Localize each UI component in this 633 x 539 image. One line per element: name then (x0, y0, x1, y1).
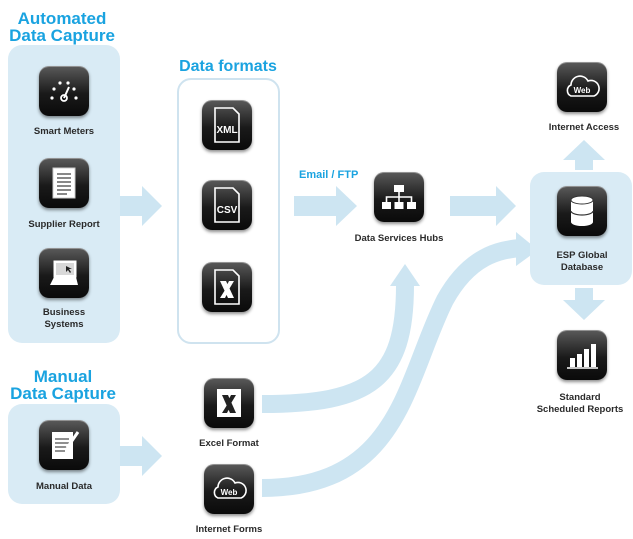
csv-format-tile: CSV (202, 180, 252, 230)
supplier-report-tile (39, 158, 89, 208)
manual-data-tile (39, 420, 89, 470)
arrow-formats-to-hub (294, 186, 357, 226)
database-tile (557, 186, 607, 236)
xml-file-icon: XML (214, 107, 240, 143)
automated-title-line2: Data Capture (9, 26, 115, 45)
database-label: ESP Global Database (531, 250, 633, 274)
laptop-icon (50, 260, 78, 285)
internet-forms-label: Internet Forms (195, 524, 263, 535)
excel-icon (217, 389, 241, 417)
business-systems-label: Business Systems (14, 307, 114, 331)
excel-file-icon (214, 269, 240, 305)
notepad-icon (52, 431, 80, 459)
bar-chart-icon (567, 344, 598, 369)
supplier-report-label: Supplier Report (28, 219, 100, 230)
smart-meters-tile (39, 66, 89, 116)
arrow-excel-to-hub (261, 284, 414, 413)
internet-forms-icon-text: Web (221, 488, 238, 497)
business-systems-label-line1: Business (42, 307, 86, 318)
data-services-hub-label: Data Services Hubs (354, 233, 444, 244)
arrow-automated-to-formats (120, 186, 162, 226)
manual-title-line2: Data Capture (10, 384, 116, 403)
arrow-excel-to-hub-head (390, 264, 420, 286)
business-systems-tile (39, 248, 89, 298)
reports-tile (557, 330, 607, 380)
arrow-manual-to-excel (120, 436, 162, 476)
csv-file-text: CSV (217, 205, 238, 216)
business-systems-label-line2: Systems (44, 319, 84, 330)
data-formats-title: Data formats (179, 58, 277, 75)
reports-label-line1: Standard (559, 392, 601, 403)
automated-title-line1: Automated (17, 9, 107, 28)
internet-access-icon-text: Web (574, 86, 591, 95)
internet-access-tile: Web (557, 62, 607, 112)
database-label-line1: ESP Global (556, 250, 608, 261)
csv-file-icon: CSV (214, 187, 240, 223)
reports-label-line2: Scheduled Reports (536, 404, 624, 415)
network-hub-icon (382, 185, 416, 209)
data-services-hub-tile (374, 172, 424, 222)
arrow-database-to-internet (563, 140, 605, 170)
manual-capture-title: Manual Data Capture (4, 368, 122, 402)
reports-label: Standard Scheduled Reports (527, 392, 633, 416)
xml-format-tile: XML (202, 100, 252, 150)
internet-forms-tile: Web (204, 464, 254, 514)
arrow-forms-to-database (261, 239, 521, 497)
web-cloud-icon: Web (213, 477, 247, 499)
arrow-forms-to-database-head (516, 232, 538, 266)
arrow-hub-to-database (450, 186, 516, 226)
excel-format-label: Excel Format (199, 438, 259, 449)
database-label-line2: Database (560, 262, 604, 273)
excel-format-input-tile (204, 378, 254, 428)
smart-meters-label: Smart Meters (33, 126, 95, 137)
manual-title-line1: Manual (33, 367, 93, 386)
excel-format-tile (202, 262, 252, 312)
arrow-database-to-reports (563, 288, 605, 320)
xml-file-text: XML (216, 125, 237, 136)
internet-access-label: Internet Access (548, 122, 620, 133)
web-cloud-icon: Web (566, 75, 600, 97)
automated-capture-title: Automated Data Capture (2, 10, 122, 44)
gauge-icon (50, 81, 78, 102)
email-ftp-label: Email / FTP (299, 169, 359, 181)
database-icon (570, 195, 594, 226)
document-icon (52, 167, 76, 199)
manual-data-label: Manual Data (36, 481, 92, 492)
